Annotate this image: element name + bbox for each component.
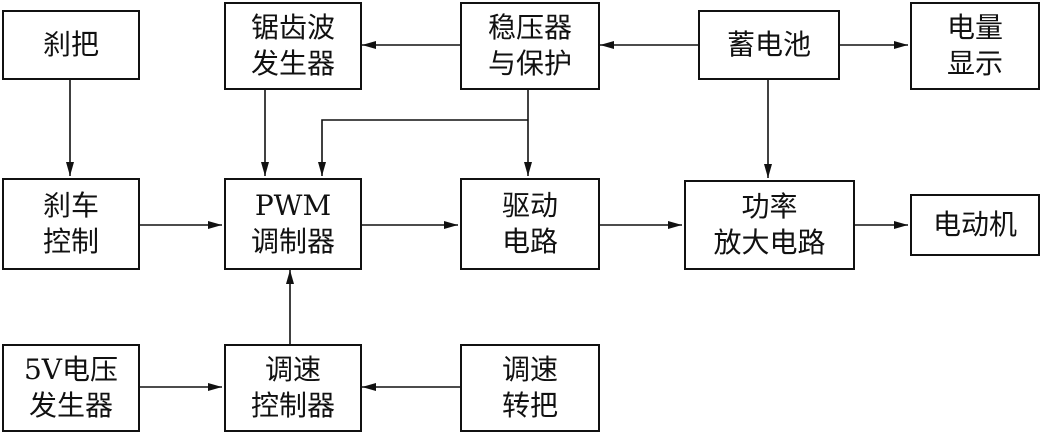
block-label: 与保护 <box>487 47 572 80</box>
block-label: 刹车 <box>42 189 99 222</box>
block-5v-voltage-generator: 5V电压 发生器 <box>2 344 140 432</box>
block-label: PWM <box>254 189 332 222</box>
block-label: 放大电路 <box>713 226 826 259</box>
block-label: 调速 <box>264 353 321 386</box>
block-label: 显示 <box>946 47 1003 80</box>
block-label: 驱动 <box>501 189 558 222</box>
block-speed-controller: 调速 控制器 <box>224 344 362 432</box>
block-brake-handle: 刹把 <box>2 10 140 80</box>
block-label: 刹把 <box>42 28 99 61</box>
block-label: 稳压器 <box>487 11 572 44</box>
block-brake-control: 刹车 控制 <box>2 178 140 270</box>
block-label: 调制器 <box>250 225 335 258</box>
block-label: 5V电压 <box>23 353 119 386</box>
block-label: 电量 <box>946 11 1003 44</box>
block-label: 功率 <box>741 190 798 223</box>
block-label: 蓄电池 <box>726 28 811 61</box>
block-label: 锯齿波 <box>250 11 335 44</box>
block-label: 转把 <box>501 389 558 422</box>
arrow-regulator-to-pwm <box>318 119 528 176</box>
block-power-amplifier: 功率 放大电路 <box>684 180 855 270</box>
block-label: 电动机 <box>932 208 1017 241</box>
block-label: 发生器 <box>250 47 335 80</box>
block-battery: 蓄电池 <box>698 10 840 80</box>
block-regulator-protection: 稳压器 与保护 <box>460 2 600 90</box>
block-sawtooth-generator: 锯齿波 发生器 <box>224 2 362 90</box>
block-label: 控制器 <box>250 389 335 422</box>
block-label: 发生器 <box>28 389 113 422</box>
block-throttle: 调速 转把 <box>460 344 600 432</box>
block-charge-display: 电量 显示 <box>910 2 1040 90</box>
block-label: 控制 <box>42 225 99 258</box>
block-pwm-modulator: PWM 调制器 <box>224 178 362 270</box>
block-label: 调速 <box>501 353 558 386</box>
block-drive-circuit: 驱动 电路 <box>460 178 600 270</box>
block-label: 电路 <box>501 225 558 258</box>
block-motor: 电动机 <box>910 194 1040 256</box>
